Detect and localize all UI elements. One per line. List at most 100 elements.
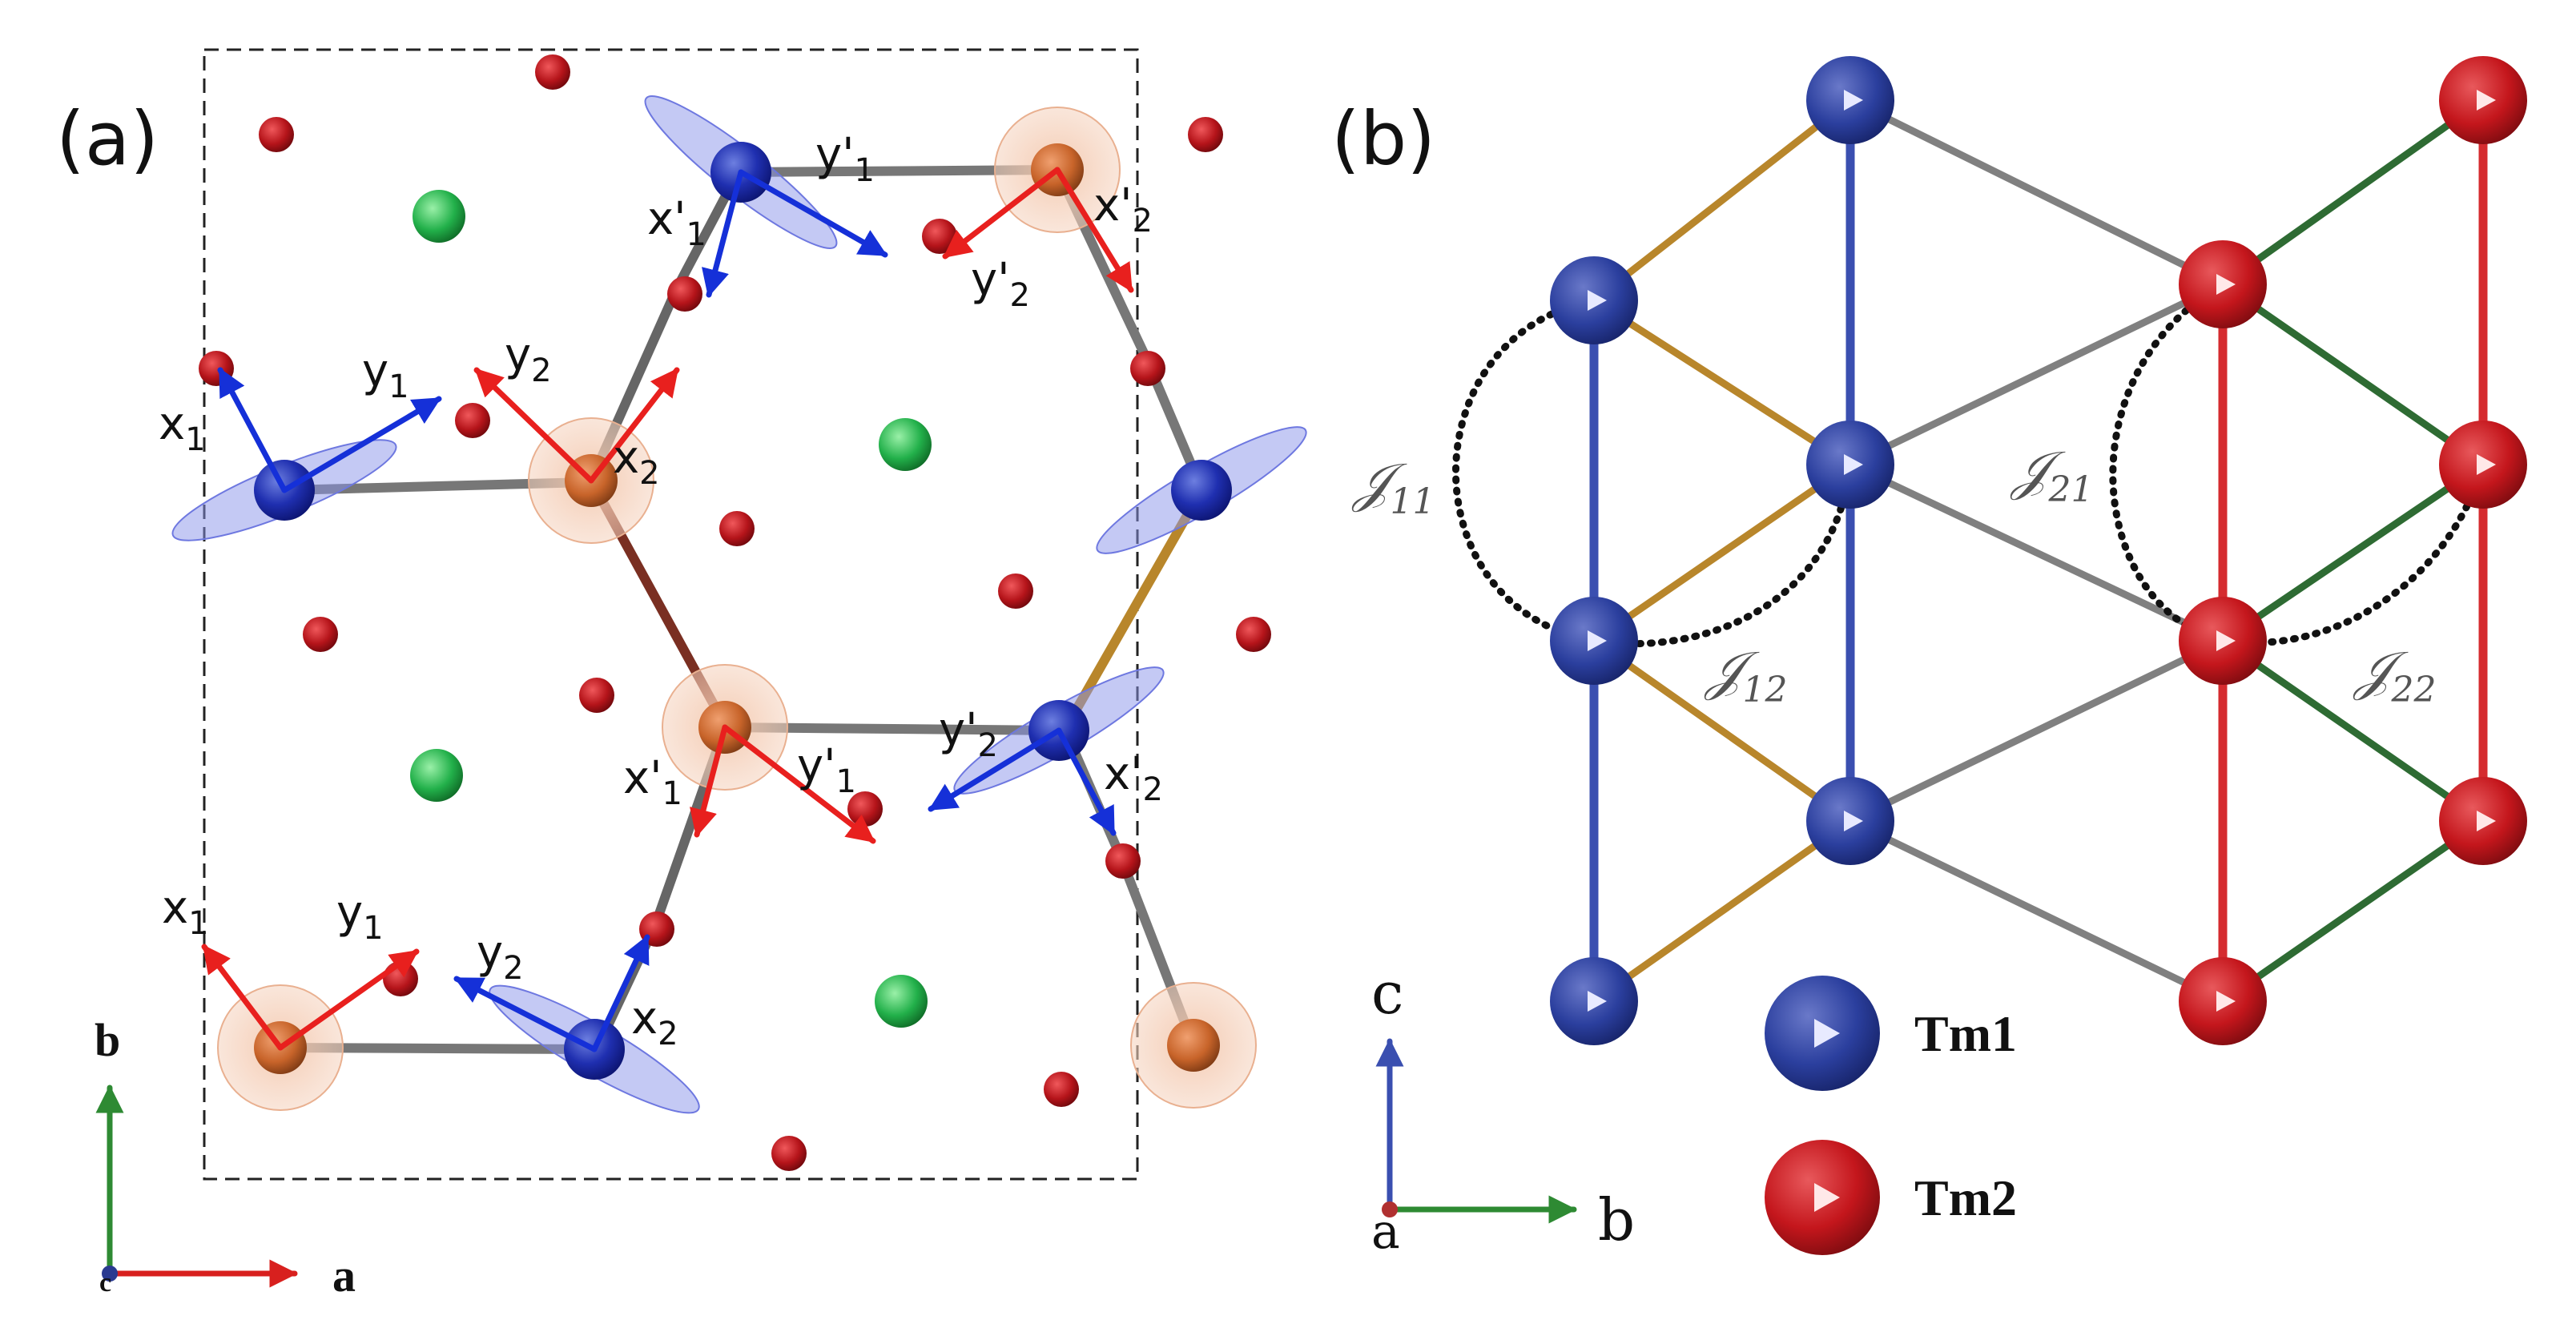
bond-green [2219, 637, 2487, 825]
red-atom [719, 511, 755, 546]
legend-label-tm1: Tm1 [1914, 1005, 2017, 1062]
panel-b-axes [1375, 1038, 1577, 1224]
panel-a-axes [95, 1085, 298, 1288]
bond-green [2219, 461, 2487, 645]
tm1-atom [1806, 777, 1894, 865]
panel-a: (a) [56, 48, 1307, 1302]
red-atom [1188, 117, 1223, 152]
frame-label: y2 [477, 927, 524, 987]
red-atom [771, 1136, 807, 1171]
bond-gray [1846, 280, 2227, 469]
arrow-y1p-red [722, 724, 876, 844]
tm2-atoms [2179, 56, 2527, 1045]
panel-a-bonds [276, 165, 1206, 1054]
arrow-x2p-blue [1056, 727, 1117, 836]
loop-j12 [1590, 461, 1854, 648]
red-atom [455, 403, 490, 438]
bond-green [2219, 280, 2487, 469]
frame-label: y1 [336, 887, 384, 947]
axis-a-label: a [332, 1250, 356, 1302]
tm1-atom [1806, 56, 1894, 144]
tm1-atom [1550, 597, 1638, 685]
red-atom [383, 961, 418, 996]
orange-atoms [254, 143, 1220, 1074]
frame-label: y'2 [971, 254, 1030, 314]
bond-gold [1590, 296, 1854, 469]
red-atom [1105, 843, 1141, 879]
arrow-y2p-blue [928, 727, 1062, 812]
arrow-x1-red [201, 944, 284, 1051]
red-atom [259, 117, 294, 152]
bond-gold [1590, 461, 1854, 645]
frame-label: x1 [159, 398, 206, 458]
arrow-y1-red [277, 948, 420, 1051]
red-atom [1044, 1072, 1079, 1107]
loop-j21 [2109, 280, 2227, 645]
loop-j11 [1452, 296, 1598, 645]
red-atom [667, 276, 702, 312]
frame-labels: x1 y1 y2 x2 x'1 y'1 y'2 x'2 y'2 x'2 x'1 … [159, 129, 1163, 1052]
frame-label: x2 [613, 432, 660, 492]
frame-label: x'1 [623, 752, 682, 812]
frame-label: y'1 [815, 129, 875, 189]
arrow-x1p-blue [702, 169, 744, 298]
coupling-label-j11: 𝒥11 [1351, 452, 1435, 522]
legend-item-tm1: Tm1 [1765, 976, 2017, 1091]
axis-a-label-b: a [1371, 1204, 1400, 1260]
arrow-x2-blue [591, 934, 650, 1052]
green-atoms [410, 190, 932, 1028]
frame-label: y1 [362, 345, 409, 405]
bond-green [2219, 96, 2487, 288]
tm1-atoms [1550, 56, 1894, 1045]
panel-b-bonds [1589, 95, 2488, 1006]
arrow-x2p-red [1054, 167, 1134, 293]
tm2-atom [2439, 421, 2527, 509]
axis-c-origin [102, 1266, 118, 1282]
axis-b-label: b [95, 1014, 120, 1066]
arrow-x2-red [588, 367, 680, 484]
red-atom [535, 54, 570, 90]
axis-a-origin [1382, 1201, 1398, 1217]
bond-green [2219, 817, 2487, 1005]
panel-b: (b) [1331, 56, 2527, 1260]
arrow-y1-blue [281, 396, 442, 493]
red-atom [1130, 351, 1165, 386]
arrow-y2-red [473, 367, 594, 484]
green-atom [879, 418, 932, 471]
frame-label: y'1 [797, 740, 856, 800]
tm1-atom [1550, 256, 1638, 344]
green-atom [410, 749, 463, 802]
axis-c-label: c [99, 1268, 111, 1298]
red-atom [579, 678, 614, 713]
bond-gray [1846, 96, 2227, 288]
tm1-atom [1806, 421, 1894, 509]
legend-label-tm2: Tm2 [1914, 1169, 2017, 1226]
panel-a-label: (a) [56, 96, 159, 182]
frame-label: y2 [505, 329, 552, 389]
green-atom [413, 190, 465, 243]
blue-atoms [254, 142, 1232, 1080]
loop-j22 [2219, 461, 2487, 647]
arrow-y1p-blue [738, 169, 888, 258]
frame-label: x'2 [1104, 748, 1163, 808]
coupling-label-j21: 𝒥21 [2010, 440, 2094, 510]
local-frame-arrows [201, 167, 1134, 1052]
blue-atom [1171, 460, 1232, 521]
bond-gold [1590, 637, 1854, 825]
legend-item-tm2: Tm2 [1765, 1140, 2017, 1255]
orange-atom [1167, 1019, 1220, 1072]
arrow-x1p-red [690, 724, 728, 838]
tm2-atom [2179, 957, 2267, 1045]
arrow-x1-blue [217, 367, 288, 493]
frame-label: x2 [631, 992, 678, 1052]
coupling-label-j22: 𝒥22 [2353, 640, 2437, 710]
axis-c-label-b: c [1371, 960, 1403, 1027]
frame-label: x'1 [647, 193, 706, 253]
bond-gold [1590, 96, 1854, 304]
frame-label: x'2 [1093, 179, 1153, 239]
green-atom [875, 975, 928, 1028]
coupling-labels: 𝒥11 𝒥12 𝒥21 𝒥22 [1351, 440, 2437, 710]
tm2-atom [2179, 597, 2267, 685]
frame-label: x1 [162, 882, 209, 942]
tm2-atom [2439, 777, 2527, 865]
